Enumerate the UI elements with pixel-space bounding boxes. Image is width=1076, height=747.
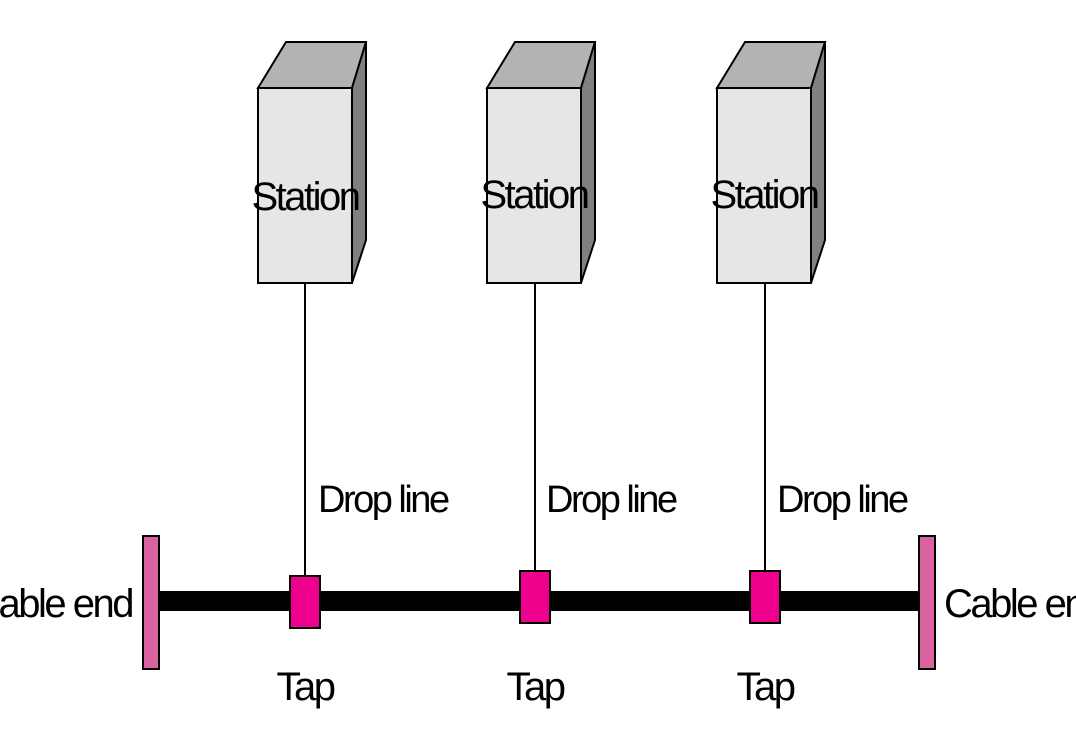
station-3-label: Station — [710, 173, 817, 217]
station-1-front — [257, 87, 353, 284]
tap-3 — [749, 570, 781, 624]
drop-line-1-label: Drop line — [318, 479, 449, 521]
station-2-top — [485, 41, 597, 89]
station-1-top — [256, 41, 368, 89]
station-1-label: Station — [251, 175, 358, 219]
tap-1 — [289, 575, 321, 629]
station-2: Station — [480, 41, 597, 284]
drop-line-2-label: Drop line — [546, 479, 677, 521]
station-3-top — [715, 41, 827, 89]
cable-end-right — [918, 535, 936, 670]
drop-line-3-label: Drop line — [777, 479, 908, 521]
cable-end-right-label: Cable end — [944, 582, 1076, 626]
station-3: Station — [710, 41, 827, 284]
tap-2-label: Tap — [507, 665, 565, 709]
tap-1-label: Tap — [277, 665, 335, 709]
station-2-side — [580, 41, 596, 284]
station-1-side — [351, 41, 367, 284]
tap-2 — [519, 570, 551, 624]
cable-end-left-label: Cable end — [0, 582, 132, 626]
station-2-label: Station — [480, 173, 587, 217]
station-3-front — [716, 87, 812, 284]
cable-end-left — [142, 535, 160, 670]
station-3-side — [810, 41, 826, 284]
station-1: Station — [251, 41, 368, 284]
tap-3-label: Tap — [737, 665, 795, 709]
